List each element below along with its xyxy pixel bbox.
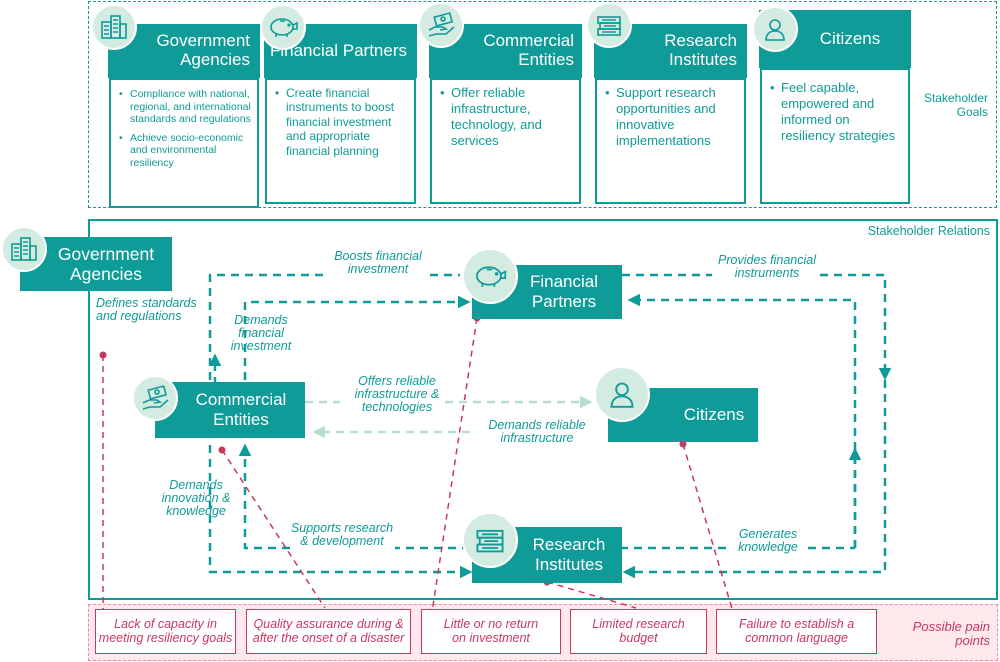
edge-label-provides: Provides financial instruments: [718, 253, 816, 281]
pain-point-language: Failure to establish a common language: [716, 609, 877, 654]
node-commercial: Commercial Entities: [155, 382, 305, 438]
node-research-label: Research Institutes: [532, 535, 606, 574]
goal-box-government: Compliance with national, regional, and …: [109, 78, 259, 208]
pain-point-quality: Quality assurance during & after the ons…: [246, 609, 411, 654]
pain-point-budget: Limited research budget: [570, 609, 707, 654]
piggy-bank-icon: [462, 248, 518, 304]
edge-label-generates: Generates knowledge: [738, 527, 798, 555]
pain-link-4: [546, 581, 637, 609]
pain-point-text: Failure to establish a common language: [738, 617, 855, 645]
pain-link-3: [431, 317, 478, 613]
stakeholder-goals-panel: [88, 1, 997, 208]
goal-title-financial: Financial Partners: [269, 40, 407, 60]
pain-point-text: Lack of capacity in meeting resiliency g…: [98, 617, 233, 645]
edge-label-demands-infra: Demands reliable infrastructure: [488, 418, 586, 446]
edge-boosts: [208, 273, 460, 380]
goal-title-citizens: Citizens: [819, 28, 881, 48]
goal-box-citizens: Feel capable, empowered and informed on …: [760, 68, 910, 204]
goal-title-government: Government Agencies: [156, 31, 250, 69]
edge-label-defines: Defines standards and regulations: [96, 296, 197, 324]
pain-link-5: [682, 443, 734, 613]
goal-item: Achieve socio-economic and environmental…: [119, 132, 251, 170]
edge-label-boosts: Boosts financial investment: [334, 249, 422, 277]
building-icon: [1, 226, 47, 272]
edge-research-right: [622, 380, 887, 579]
stakeholder-goals-label: Stakeholder Goals: [923, 91, 988, 119]
goal-item: Create financial instruments to boost fi…: [275, 86, 408, 158]
goal-title-research: Research Institutes: [664, 31, 737, 69]
node-citizens: Citizens: [608, 388, 758, 442]
goal-title-commercial: Commercial Entities: [483, 31, 574, 69]
pain-point-capacity: Lack of capacity in meeting resiliency g…: [95, 609, 236, 654]
edge-supports: [245, 446, 470, 550]
books-icon: [462, 512, 518, 568]
edge-label-supports: Supports research & development: [290, 521, 394, 549]
node-commercial-label: Commercial Entities: [195, 390, 287, 429]
goal-header-government: Government Agencies: [108, 24, 260, 78]
edge-provides: [622, 273, 885, 378]
hand-money-icon: [418, 2, 464, 48]
node-government-label: Government Agencies: [57, 243, 155, 284]
edge-label-demands-financial: Demands financial investment: [230, 313, 292, 354]
books-icon: [586, 2, 632, 48]
goal-box-financial: Create financial instruments to boost fi…: [265, 78, 416, 204]
node-citizens-label: Citizens: [683, 405, 745, 425]
node-financial-label: Financial Partners: [529, 272, 599, 311]
hand-money-icon: [132, 375, 178, 421]
pain-point-return: Little or no return on investment: [421, 609, 561, 654]
stakeholder-relations-label: Stakeholder Relations: [867, 224, 990, 238]
goal-box-commercial: Offer reliable infrastructure, technolog…: [430, 78, 581, 204]
building-icon: [91, 4, 137, 50]
pain-link-2: [221, 449, 326, 609]
edge-right-inner: [627, 293, 857, 548]
pain-point-text: Quality assurance during & after the ons…: [252, 617, 405, 645]
pain-point-text: Little or no return on investment: [443, 617, 539, 645]
edge-demands-financial: [243, 295, 471, 380]
edge-label-offers: Offers reliable infrastructure & technol…: [354, 374, 440, 415]
goal-box-research: Support research opportunities and innov…: [595, 78, 746, 204]
person-icon: [594, 366, 650, 422]
pain-point-text: Limited research budget: [592, 617, 685, 645]
pain-points-label: Possible pain points: [912, 619, 990, 648]
piggy-bank-icon: [260, 4, 306, 50]
goal-item: Compliance with national, regional, and …: [119, 88, 251, 126]
edge-label-demands-innovation: Demands innovation & knowledge: [161, 478, 231, 519]
goal-item: Offer reliable infrastructure, technolog…: [440, 85, 573, 148]
edge-demands-innovation: [208, 445, 473, 579]
goal-item: Support research opportunities and innov…: [605, 85, 738, 148]
stakeholder-relations-panel: [88, 219, 998, 600]
goal-item: Feel capable, empowered and informed on …: [770, 80, 902, 143]
person-icon: [752, 6, 798, 52]
